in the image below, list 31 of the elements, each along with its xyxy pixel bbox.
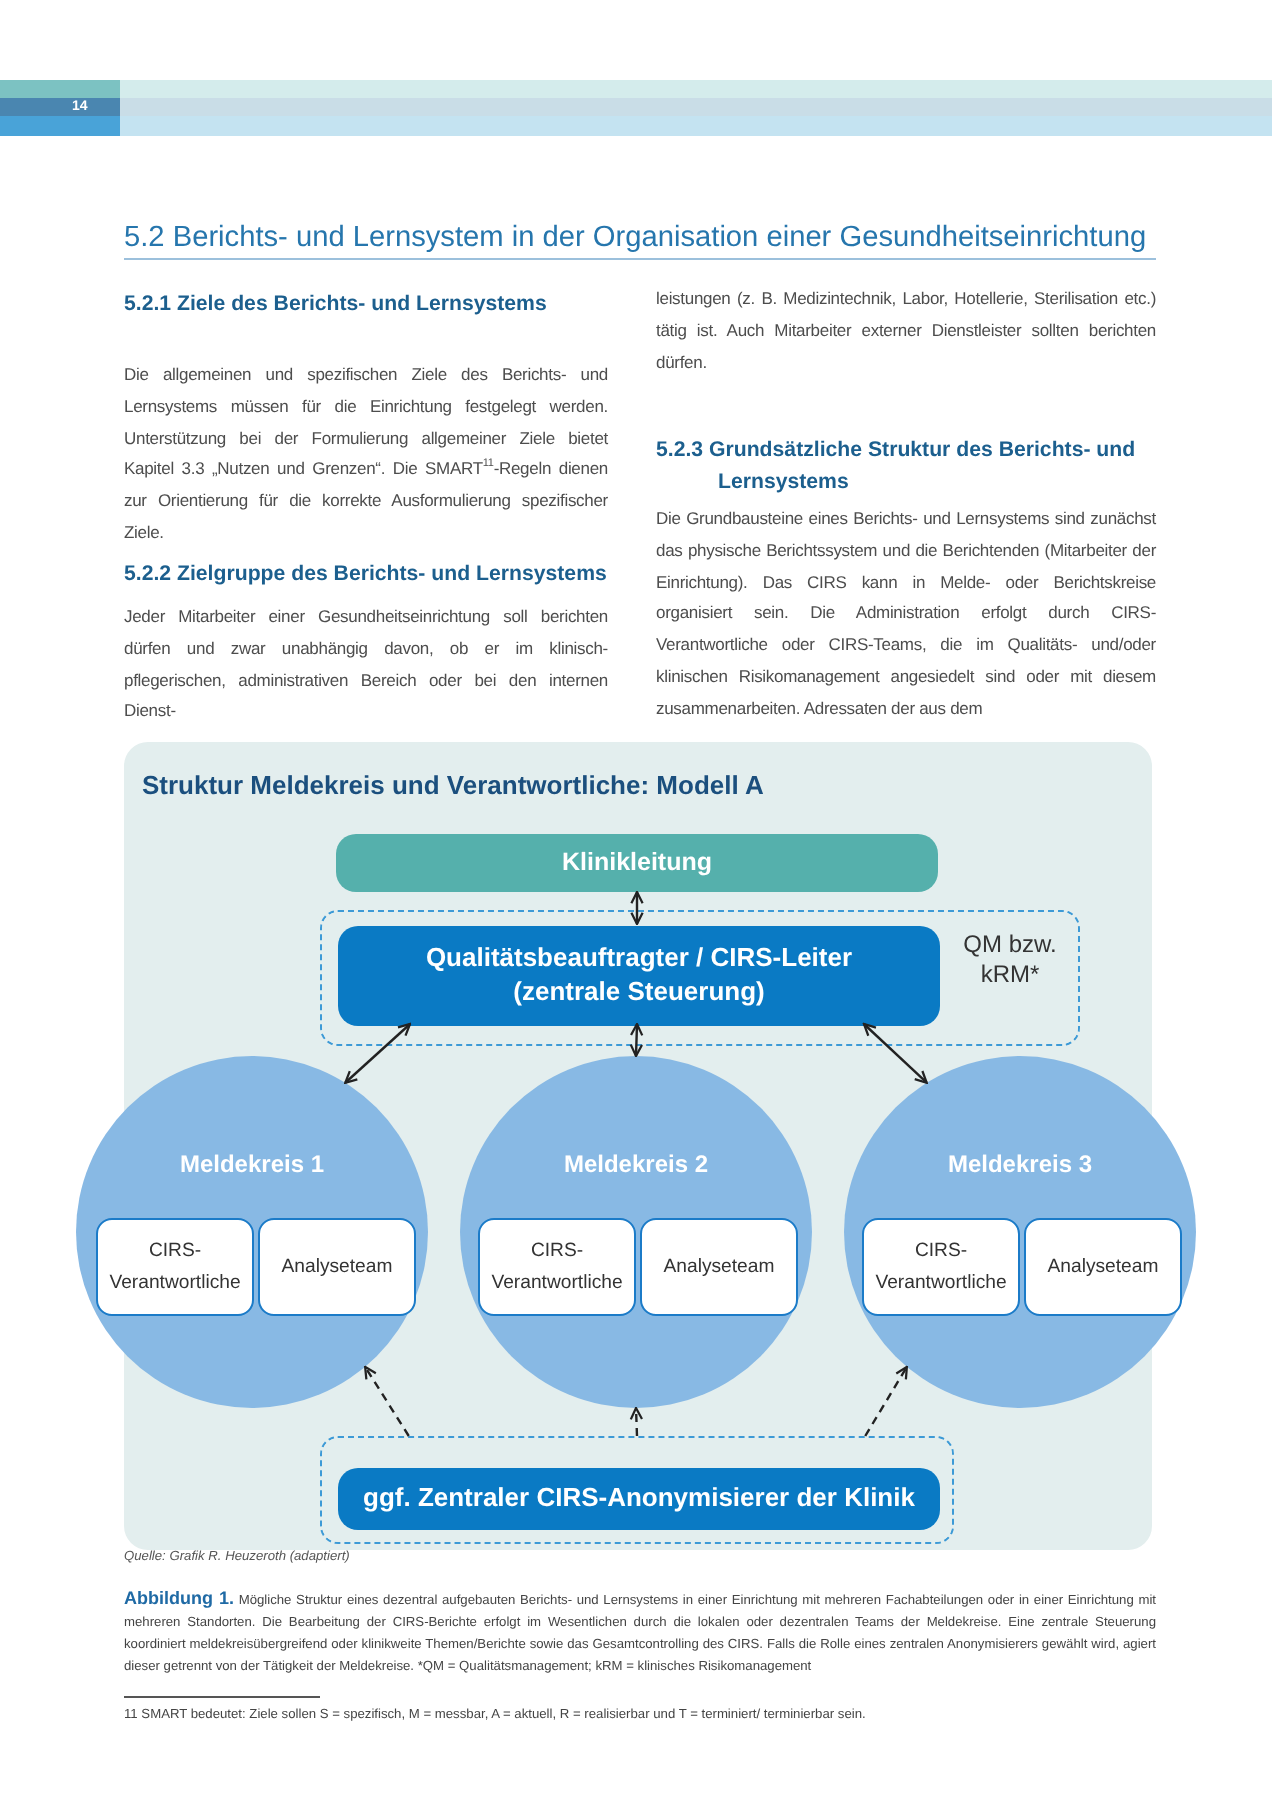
role-box: Analyseteam (1024, 1218, 1182, 1316)
arrow (629, 1022, 644, 1058)
process-box: ggf. Zentraler CIRS-Anonymisierer der Klinik (338, 1468, 940, 1530)
arrow (864, 1365, 908, 1437)
circle-title: Meldekreis 2 (561, 1150, 711, 1178)
arrow (629, 1406, 644, 1437)
process-box: Klinikleitung (336, 834, 938, 892)
panel-title: Struktur Meldekreis und Verantwortliche: Modell A (142, 770, 764, 800)
arrow (862, 1022, 928, 1084)
role-box: Analyseteam (258, 1218, 416, 1316)
arrow (344, 1022, 412, 1084)
section-heading: 5.2.1 Ziele des Berichts- und Lernsystems (124, 290, 549, 320)
body-paragraph: Jeder Mitarbeiter einer Gesundheitseinrichtung soll berichten dürfen und zwar unabhängig davon, ob er im klinisch-pflegerischen, administrativen Bereich oder bei den internen Dienst- (124, 604, 608, 725)
process-box: Qualitätsbeauftragter / CIRS-Leiter (zentrale Steuerung) (338, 926, 940, 1026)
body-paragraph: Die Grundbausteine eines Berichts- und Lernsystems sind zunächst das physische Berichtssystem und die Berichtenden (Mitarbeiter der Einrichtung). Das CIRS kann in Melde- oder Berichtskreise organisiert sein. Die Administration erfolgt durch CIRS-Verantwortliche oder CIRS-Teams, die im Qualitäts- und/oder klinischen Risikomanagement angesiedelt sind oder mit diesem zusammenarbeiten. Adressaten der aus dem (656, 506, 1156, 722)
body-paragraph: leistungen (z. B. Medizintechnik, Labor, Hotellerie, Sterilisation etc.) tätig ist. Auch Mitarbeiter externer Dienstleister sollten berichten dürfen. (656, 286, 1156, 376)
body-paragraph: Die allgemeinen und spezifischen Ziele des Berichts- und Lernsystems müssen für die Einrichtung festgelegt werden. Unterstützung bei der Formulierung allgemeiner Ziele bietet Kapitel 3.3 „Nutzen und Grenzen“. Die SMART$^{11}$-Regeln dienen zur Orientierung für die korrekte Ausformulierung spezifischer Ziele. (124, 362, 608, 546)
section-heading: 5.2.3 Grundsätzliche Struktur des Berichts- und Lernsystems (656, 436, 1138, 498)
page-title: 5.2 Berichts- und Lernsystem in der Organisation einer Gesundheitseinrichtung (124, 222, 1156, 260)
circle-title: Meldekreis 1 (177, 1150, 327, 1178)
dashed-group-frame (320, 910, 1080, 1046)
arrow (364, 1365, 410, 1437)
section-heading: 5.2.2 Zielgruppe des Berichts- und Lernsystems (124, 560, 609, 590)
role-box: CIRS-Verantwortliche (862, 1218, 1020, 1316)
circle-title: Meldekreis 3 (945, 1150, 1095, 1178)
role-box: CIRS-Verantwortliche (478, 1218, 636, 1316)
dashed-group-frame (320, 1436, 954, 1544)
arrow (630, 890, 644, 926)
role-box: Analyseteam (640, 1218, 798, 1316)
group-label: QM bzw. kRM* (961, 930, 1059, 990)
role-box: CIRS-Verantwortliche (96, 1218, 254, 1316)
